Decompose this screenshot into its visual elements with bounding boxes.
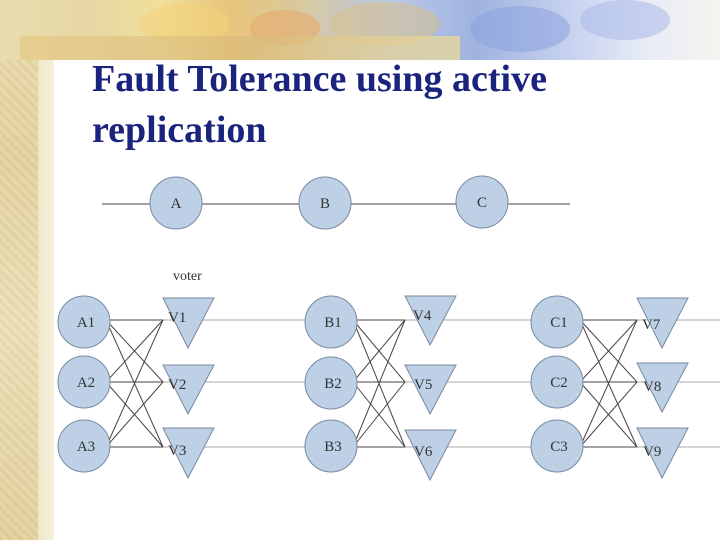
replica-a1-label: A1: [77, 315, 95, 331]
paper-texture-inner: [38, 60, 54, 540]
replica-b3: [304, 419, 358, 473]
replica-b2-label: B2: [324, 376, 342, 392]
decorative-banner: [0, 0, 720, 60]
replica-c3: [530, 419, 584, 473]
voter-v9-label: V9: [643, 444, 661, 460]
voter-v3-label: V3: [168, 443, 186, 459]
voter-v7-label: V7: [642, 317, 661, 333]
node-b: [298, 176, 352, 230]
voter-v4: [404, 295, 457, 347]
voter-v7: [636, 297, 689, 350]
replica-b1: [304, 295, 358, 349]
cross-links-b: [352, 319, 406, 448]
link: [105, 381, 164, 448]
voter-v2-label: V2: [168, 377, 186, 393]
node-b-label: B: [320, 196, 330, 212]
voter-v9: [636, 427, 689, 480]
flower-decoration: [470, 6, 570, 52]
replica-a3: [57, 419, 111, 473]
replica-b3-label: B3: [324, 439, 342, 455]
voters: V1 V2 V3 V4 V5 V6 V7 V8 V9: [162, 295, 689, 482]
replica-a3-label: A3: [77, 439, 95, 455]
voter-v3: [162, 427, 215, 480]
link: [105, 319, 164, 448]
slide-title: Fault Tolerance using active replication: [92, 54, 672, 157]
replicas: A1 A2 A3 B1 B2 B3 C1 C2 C3: [57, 295, 584, 473]
voter-v6-label: V6: [414, 444, 433, 460]
link: [352, 381, 406, 448]
voter-v1-label: V1: [168, 310, 186, 326]
replica-c3-label: C3: [550, 439, 568, 455]
cross-links-c: [579, 319, 638, 448]
node-c: [455, 175, 509, 229]
voter-v8: [636, 362, 689, 414]
voter-v5-label: V5: [414, 377, 432, 393]
link: [579, 319, 638, 448]
title-line-2: replication: [92, 109, 267, 152]
top-chain: A B C: [149, 175, 509, 230]
cross-links-a: [105, 319, 164, 448]
replica-c2: [530, 355, 584, 409]
banner-strip: [20, 36, 460, 60]
paper-texture-left: [0, 0, 38, 540]
link: [105, 319, 164, 383]
voter-v5: [404, 364, 457, 416]
link: [352, 319, 406, 383]
link: [352, 319, 406, 448]
node-c-label: C: [477, 195, 487, 211]
title-line-1: Fault Tolerance using active: [92, 58, 547, 100]
voter-label: voter: [173, 269, 202, 284]
voter-v2: [162, 364, 215, 416]
replica-c1: [530, 295, 584, 349]
voter-v4-label: V4: [413, 308, 432, 324]
voter-v8-label: V8: [643, 379, 661, 395]
replica-b2: [304, 356, 358, 410]
voter-v1: [162, 297, 215, 350]
node-a: [149, 176, 203, 230]
replica-a2: [57, 355, 111, 409]
replica-c2-label: C2: [550, 375, 568, 391]
voter-v6: [404, 429, 457, 482]
link: [579, 381, 638, 448]
replica-b1-label: B1: [324, 315, 342, 331]
node-a-label: A: [171, 196, 182, 212]
replica-a2-label: A2: [77, 375, 95, 391]
link: [579, 319, 638, 383]
replica-a1: [57, 295, 111, 349]
replica-c1-label: C1: [550, 315, 568, 331]
flower-decoration: [580, 0, 670, 40]
